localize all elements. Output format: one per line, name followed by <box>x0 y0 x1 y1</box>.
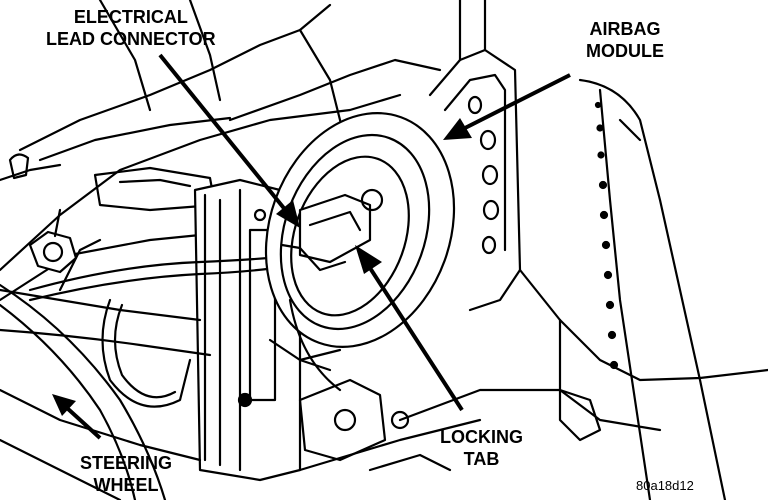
electrical-lead-connector-arrow <box>158 53 300 228</box>
label-steering-wheel-line2: WHEEL <box>93 475 159 495</box>
label-airbag-module-line1: AIRBAG <box>589 19 661 39</box>
label-locking-tab: LOCKING TAB <box>440 426 523 470</box>
mounting-nut <box>28 208 78 274</box>
label-locking-tab-line2: TAB <box>463 449 500 469</box>
label-electrical-lead-connector-line2: LEAD CONNECTOR <box>46 29 216 49</box>
frame-rail <box>428 0 522 312</box>
label-steering-wheel-line1: STEERING <box>80 453 173 473</box>
electrical-connector <box>280 188 384 272</box>
figure-code: 80a18d12 <box>636 478 694 493</box>
column-shroud <box>0 238 212 500</box>
airbag-module-arrow <box>443 73 571 140</box>
column-housing <box>0 0 442 302</box>
steering-wheel-arrow <box>52 394 102 440</box>
steering-wheel-rim <box>0 283 167 500</box>
label-locking-tab-line1: LOCKING <box>440 427 523 447</box>
label-steering-wheel: STEERING WHEEL <box>80 452 172 496</box>
label-electrical-lead-connector: ELECTRICAL LEAD CONNECTOR <box>46 6 216 50</box>
label-airbag-module-line2: MODULE <box>586 41 664 61</box>
locking-tab-arrow <box>355 245 464 412</box>
label-electrical-lead-connector-line1: ELECTRICAL <box>73 7 188 27</box>
lower-bracket <box>298 348 452 472</box>
wire-harness <box>28 254 292 302</box>
instrument-panel <box>298 78 768 500</box>
label-airbag-module: AIRBAG MODULE <box>586 18 664 62</box>
